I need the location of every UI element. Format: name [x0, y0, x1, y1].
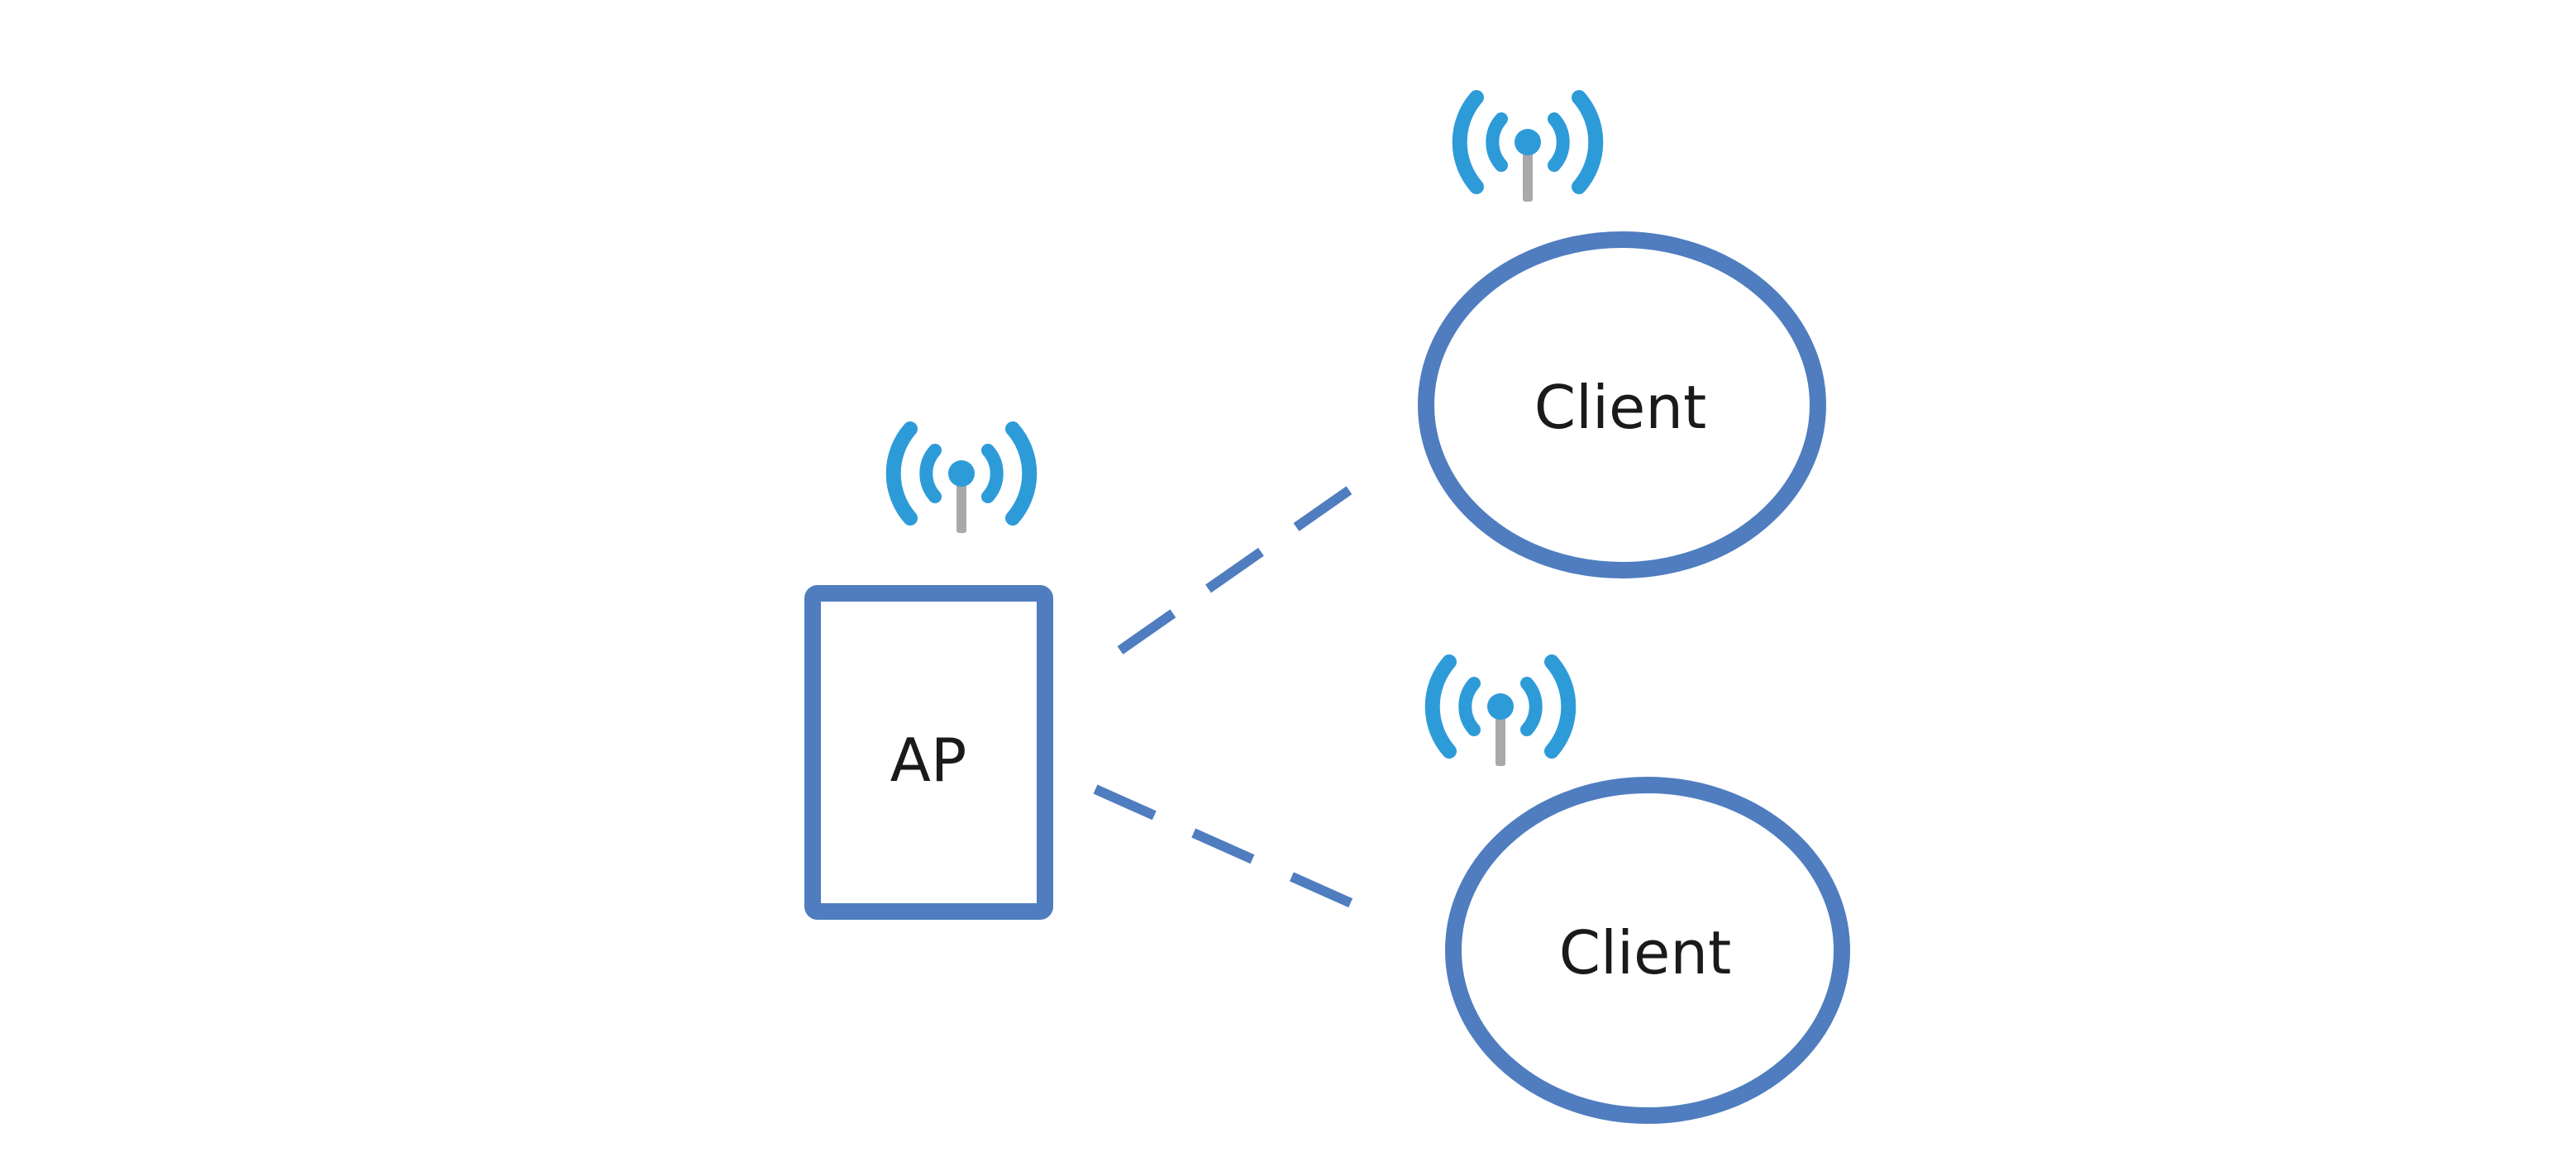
- ap-node: AP: [804, 429, 1053, 920]
- ap-label: AP: [890, 726, 967, 795]
- wifi-antenna-icon: [894, 429, 1030, 533]
- wifi-antenna-icon: [1460, 98, 1596, 202]
- client-bottom-ellipse: [1445, 777, 1850, 1124]
- link-ap-to-client-top: [1117, 465, 1382, 654]
- client-top-label: Client: [1534, 373, 1706, 442]
- client-bottom-label: Client: [1559, 918, 1731, 988]
- wifi-antenna-icon: [1433, 662, 1569, 766]
- client-node-top: Client: [1418, 98, 1826, 578]
- link-ap-to-client-bottom: [1093, 784, 1381, 921]
- ap-box: [804, 585, 1053, 920]
- client-top-ellipse: [1418, 231, 1826, 578]
- client-node-bottom: Client: [1433, 662, 1850, 1124]
